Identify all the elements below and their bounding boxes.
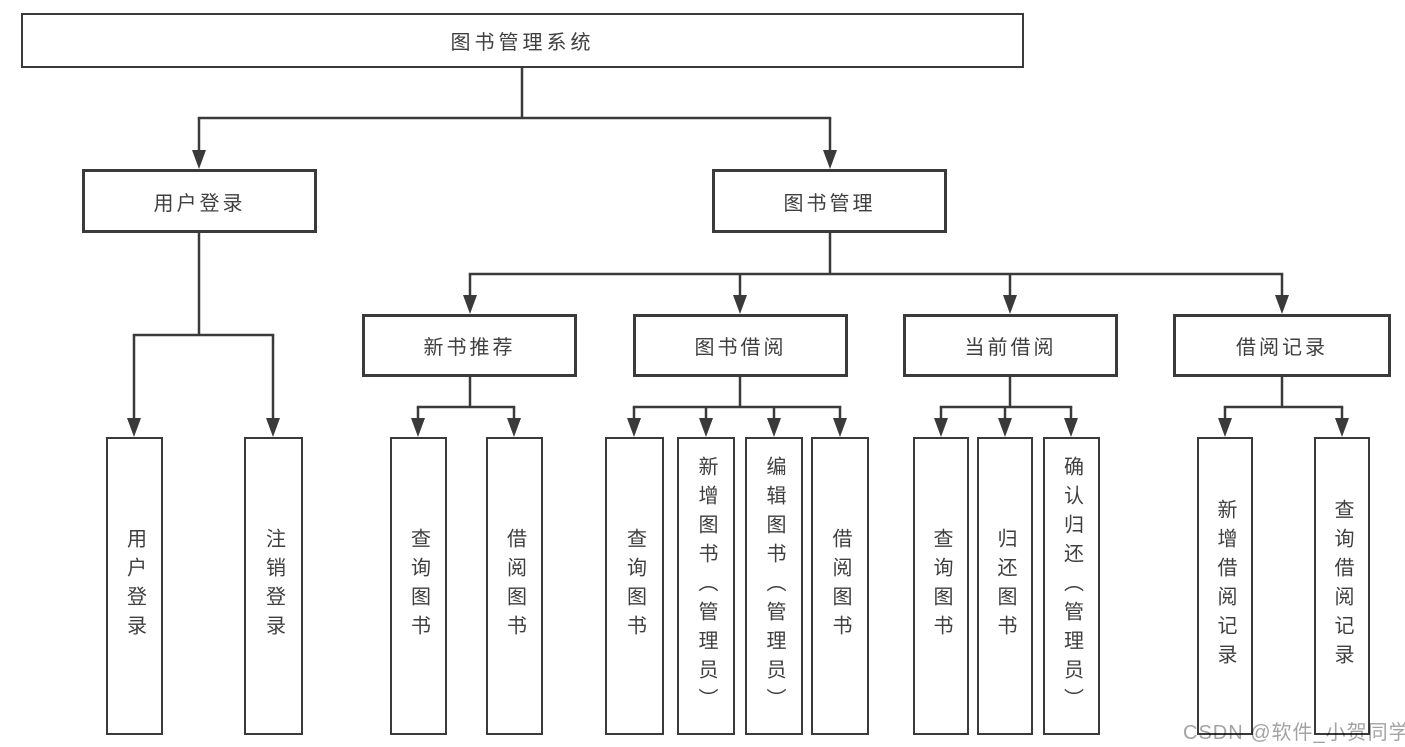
arrowhead-icon: [507, 418, 521, 437]
node-label-cb-query-book: 查询图书: [930, 528, 952, 644]
node-label-user-login: 用户登录: [153, 192, 246, 215]
node-borrow-records: 借阅记录: [1173, 314, 1391, 377]
arrowhead-icon: [1003, 295, 1017, 314]
node-rec-query-book: 查询图书: [390, 437, 447, 735]
node-cb-return-book: 归还图书: [977, 437, 1033, 735]
node-root: 图书管理系统: [21, 13, 1024, 68]
node-label-new-book-rec: 新书推荐: [423, 337, 516, 359]
node-cb-confirm-return: 确认归还（管理员）: [1043, 437, 1100, 735]
node-label-root: 图书管理系统: [450, 32, 595, 54]
arrowhead-icon: [127, 418, 141, 437]
arrowhead-icon: [1335, 418, 1349, 437]
node-label-cb-return-book: 归还图书: [994, 528, 1016, 644]
arrowhead-icon: [767, 418, 781, 437]
node-label-leaf-user-login: 用户登录: [123, 528, 146, 644]
arrowhead-icon: [266, 418, 280, 437]
node-cb-query-book: 查询图书: [913, 437, 969, 735]
node-rec-borrow-book: 借阅图书: [486, 437, 543, 735]
arrowhead-icon: [1064, 418, 1078, 437]
node-book-mgmt: 图书管理: [712, 169, 947, 233]
node-bb-edit-book: 编辑图书（管理员）: [745, 437, 803, 735]
node-new-book-rec: 新书推荐: [362, 314, 577, 377]
arrowhead-icon: [699, 418, 713, 437]
arrowhead-icon: [998, 418, 1012, 437]
node-book-borrow: 图书借阅: [633, 314, 848, 377]
node-label-rec-borrow-book: 借阅图书: [503, 528, 526, 644]
node-label-rec-query-book: 查询图书: [407, 528, 430, 644]
arrowhead-icon: [1218, 418, 1232, 437]
node-leaf-logout: 注销登录: [244, 437, 303, 735]
node-label-bb-query-book: 查询图书: [623, 528, 646, 644]
node-current-borrow: 当前借阅: [903, 314, 1118, 377]
node-label-book-borrow: 图书借阅: [694, 337, 787, 359]
arrowhead-icon: [192, 150, 206, 169]
node-label-leaf-logout: 注销登录: [262, 528, 285, 644]
node-label-bb-edit-book: 编辑图书（管理员）: [763, 455, 785, 717]
arrowhead-icon: [823, 150, 837, 169]
node-label-borrow-records: 借阅记录: [1236, 337, 1328, 359]
arrowhead-icon: [463, 295, 477, 314]
node-label-current-borrow: 当前借阅: [964, 337, 1057, 359]
node-label-book-mgmt: 图书管理: [783, 192, 876, 215]
arrowhead-icon: [411, 418, 425, 437]
arrowhead-icon: [833, 418, 847, 437]
node-label-br-query-record: 查询借阅记录: [1331, 499, 1353, 673]
node-user-login: 用户登录: [82, 169, 317, 233]
arrowhead-icon: [1275, 295, 1289, 314]
node-leaf-user-login: 用户登录: [106, 437, 163, 735]
node-br-query-record: 查询借阅记录: [1314, 437, 1370, 735]
node-bb-query-book: 查询图书: [605, 437, 664, 735]
arrowhead-icon: [934, 418, 948, 437]
node-label-bb-borrow-book: 借阅图书: [829, 528, 851, 644]
node-br-add-record: 新增借阅记录: [1197, 437, 1253, 735]
node-bb-borrow-book: 借阅图书: [811, 437, 869, 735]
arrowhead-icon: [627, 418, 641, 437]
node-label-cb-confirm-return: 确认归还（管理员）: [1060, 455, 1083, 717]
arrowhead-icon: [733, 295, 747, 314]
node-bb-add-book: 新增图书（管理员）: [677, 437, 735, 735]
node-label-br-add-record: 新增借阅记录: [1214, 499, 1236, 673]
node-label-bb-add-book: 新增图书（管理员）: [695, 455, 717, 717]
watermark: CSDN @软件_小贺同学: [1183, 722, 1405, 744]
